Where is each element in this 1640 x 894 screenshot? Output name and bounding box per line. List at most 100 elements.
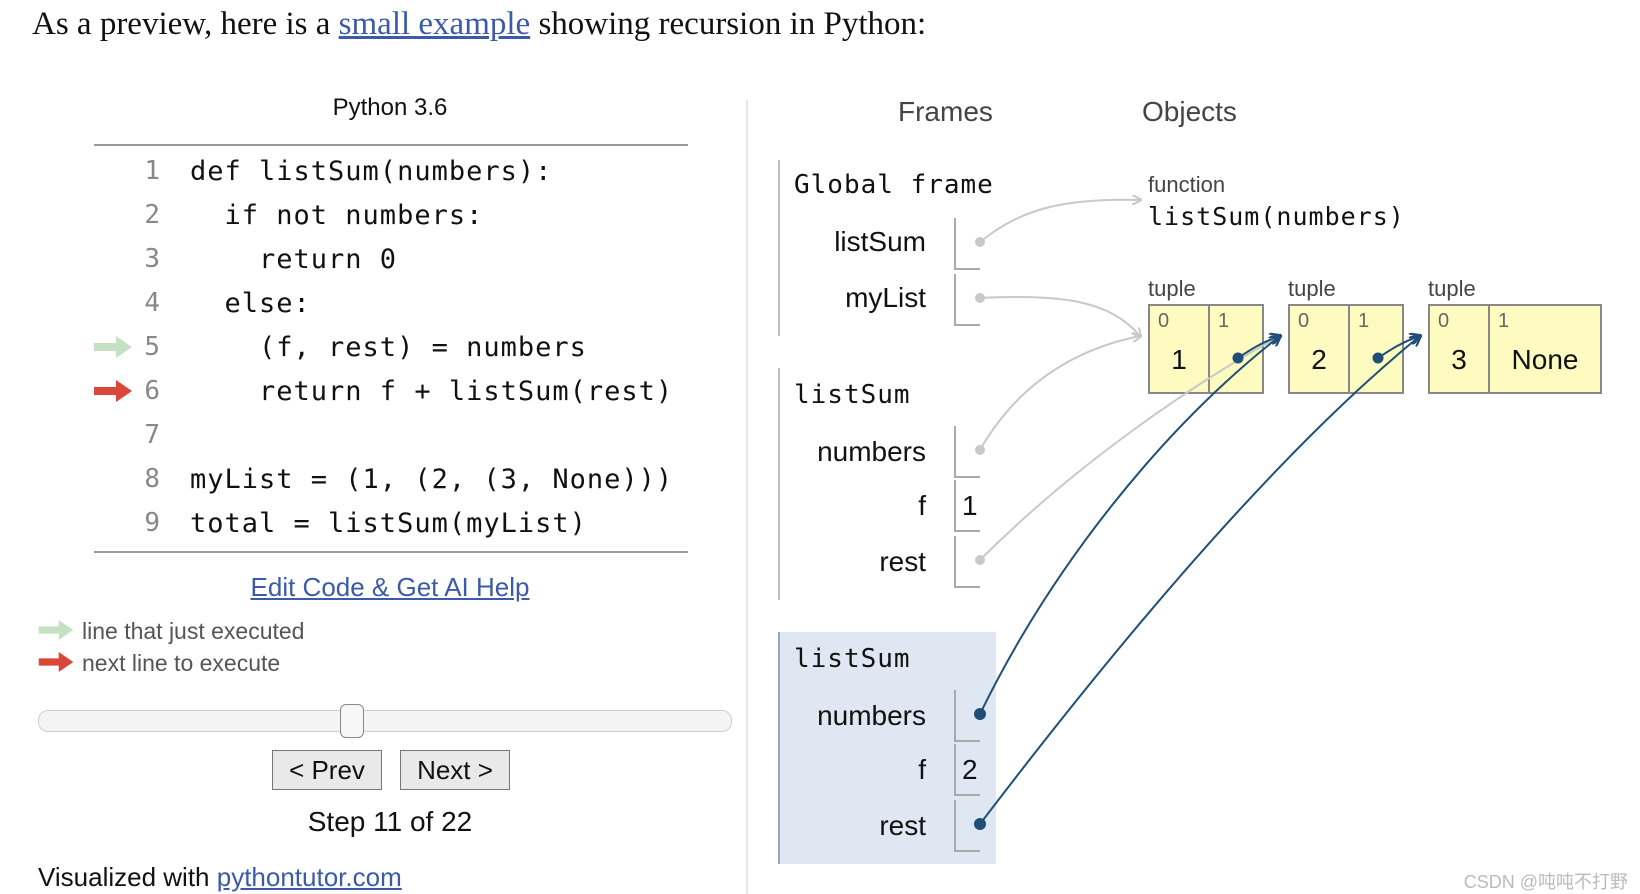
next-button[interactable]: Next > — [400, 750, 510, 790]
line-code: total = listSum(myList) — [190, 508, 587, 539]
code-line-just-executed: 5 (f, rest) = numbers — [94, 328, 694, 372]
tuple-cell: 1 — [1350, 306, 1402, 392]
line-number: 1 — [144, 156, 160, 186]
line-code: if not numbers: — [190, 200, 484, 231]
visualized-prefix: Visualized with — [38, 862, 217, 892]
line-number: 3 — [144, 244, 160, 274]
line-number: 8 — [144, 464, 160, 494]
var-f-value: 2 — [962, 754, 978, 785]
listSum-frame-2: listSum numbers f 2 rest — [778, 632, 996, 864]
visualized-with: Visualized with pythontutor.com — [38, 862, 402, 893]
frames-header: Frames — [898, 96, 993, 127]
code-line: 9 total = listSum(myList) — [94, 504, 694, 548]
line-code: myList = (1, (2, (3, None))) — [190, 464, 674, 495]
tuple-cell: 1 None — [1490, 306, 1600, 392]
function-type-label: function — [1148, 172, 1226, 197]
var-slot — [954, 536, 980, 588]
line-number: 5 — [144, 332, 160, 362]
step-slider-handle[interactable] — [340, 704, 364, 738]
line-number: 4 — [144, 288, 160, 318]
var-rest: rest — [879, 546, 926, 577]
global-frame: Global frame listSum myList — [778, 160, 996, 336]
var-slot — [954, 274, 980, 326]
pythontutor-link[interactable]: pythontutor.com — [216, 862, 402, 892]
cell-index: 1 — [1498, 310, 1510, 332]
tuple-type-label: tuple — [1148, 276, 1196, 301]
tuple-object-1: 0 1 1 — [1148, 304, 1264, 394]
code-line: 4 else: — [94, 284, 694, 328]
function-name: listSum(numbers) — [1148, 202, 1405, 231]
line-code: def listSum(numbers): — [190, 156, 553, 187]
var-numbers: numbers — [817, 436, 926, 467]
watermark: CSDN @吨吨不打野 — [1463, 872, 1628, 892]
var-f-value: 1 — [962, 490, 978, 521]
active-pointers — [974, 336, 1420, 830]
var-slot — [954, 744, 980, 796]
line-code: (f, rest) = numbers — [190, 332, 587, 363]
frame-name: Global frame — [794, 170, 994, 200]
tuple-cell: 1 — [1210, 306, 1262, 392]
code-bottom-rule — [94, 551, 688, 553]
line-code: return f + listSum(rest) — [190, 376, 674, 407]
cell-index: 1 — [1218, 310, 1230, 332]
red-arrow-icon — [38, 652, 74, 672]
small-example-link[interactable]: small example — [338, 6, 531, 42]
tuple-cell: 0 1 — [1150, 306, 1210, 392]
listSum-frame-1: listSum numbers f 1 rest — [778, 368, 996, 600]
code-line: 7 — [94, 416, 694, 460]
tuple-object-3: 0 3 1 None — [1428, 304, 1602, 394]
line-number: 9 — [144, 508, 160, 538]
code-top-rule — [94, 144, 688, 146]
var-numbers: numbers — [817, 700, 926, 731]
cell-value: None — [1511, 344, 1579, 375]
var-f: f — [918, 754, 926, 785]
var-slot — [954, 218, 980, 270]
cell-index: 0 — [1158, 310, 1170, 332]
frame-name: listSum — [794, 644, 911, 674]
edit-code-link[interactable]: Edit Code & Get AI Help — [250, 572, 530, 602]
code-line-next: 6 return f + listSum(rest) — [94, 372, 694, 416]
cell-value: 1 — [1171, 344, 1187, 375]
var-slot — [954, 426, 980, 478]
tuple-type-label: tuple — [1428, 276, 1476, 301]
tuple-cell: 0 3 — [1430, 306, 1490, 392]
cell-value: 3 — [1451, 344, 1467, 375]
line-number: 7 — [144, 420, 160, 450]
var-slot — [954, 690, 980, 742]
prev-button[interactable]: < Prev — [272, 750, 382, 790]
line-number: 2 — [144, 200, 160, 230]
cell-index: 0 — [1438, 310, 1450, 332]
step-slider-track[interactable] — [38, 710, 732, 732]
var-listSum: listSum — [834, 226, 926, 257]
legend-next-label: next line to execute — [82, 650, 281, 676]
frame-name: listSum — [794, 380, 911, 410]
line-code: return 0 — [190, 244, 398, 275]
step-counter: Step 11 of 22 — [307, 806, 473, 837]
intro-prefix: As a preview, here is a — [32, 6, 339, 42]
var-f: f — [918, 490, 926, 521]
python-version: Python 3.6 — [332, 94, 448, 121]
cell-index: 1 — [1358, 310, 1370, 332]
tuple-cell: 0 2 — [1290, 306, 1350, 392]
line-code: else: — [190, 288, 311, 319]
panel-divider — [746, 100, 748, 894]
intro-sentence: As a preview, here is a small example sh… — [32, 6, 926, 43]
green-arrow-icon — [94, 336, 132, 358]
cell-index: 0 — [1298, 310, 1310, 332]
line-number: 6 — [144, 376, 160, 406]
var-rest: rest — [879, 810, 926, 841]
tuple-type-label: tuple — [1288, 276, 1336, 301]
red-arrow-icon — [94, 380, 132, 402]
green-arrow-icon — [38, 620, 74, 640]
var-slot — [954, 480, 980, 532]
code-line: 8 myList = (1, (2, (3, None))) — [94, 460, 694, 504]
var-myList: myList — [845, 282, 926, 313]
code-line: 1 def listSum(numbers): — [94, 152, 694, 196]
code-line: 2 if not numbers: — [94, 196, 694, 240]
objects-header: Objects — [1142, 96, 1237, 127]
cell-value: 2 — [1311, 344, 1327, 375]
code-line: 3 return 0 — [94, 240, 694, 284]
tuple-object-2: 0 2 1 — [1288, 304, 1404, 394]
intro-suffix: showing recursion in Python: — [530, 6, 927, 42]
legend-executed-label: line that just executed — [82, 618, 305, 644]
